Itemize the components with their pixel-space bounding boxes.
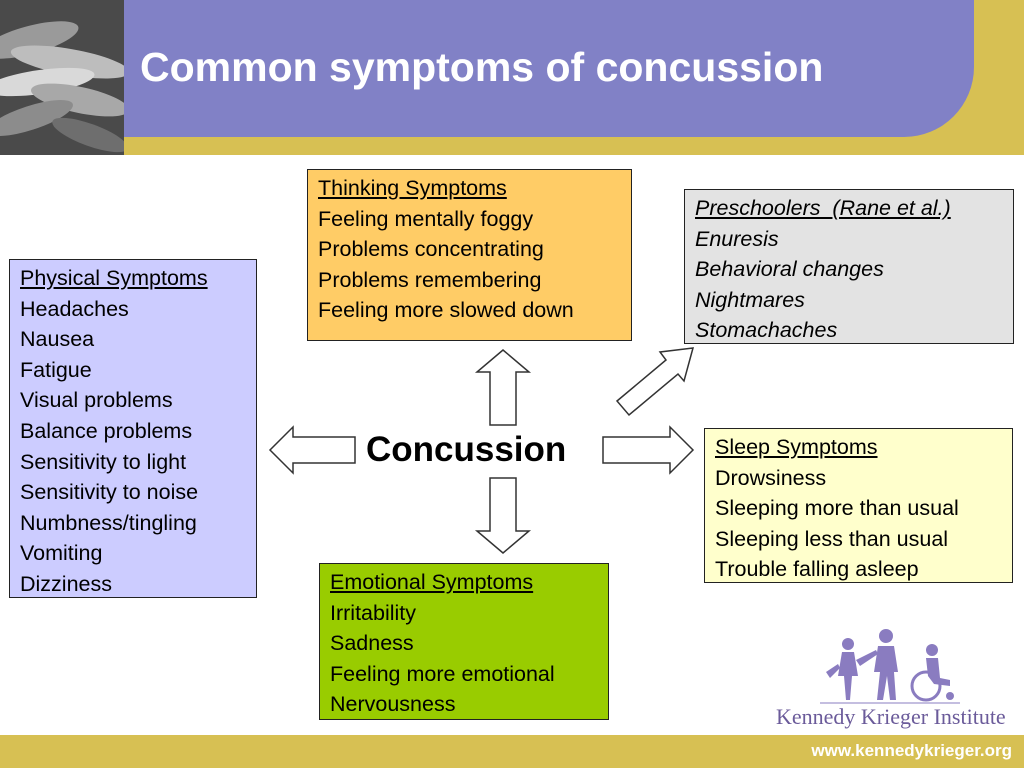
physical-item: Dizziness xyxy=(20,571,112,596)
preschoolers-box: Preschoolers (Rane et al.) Enuresis Beha… xyxy=(684,189,1014,344)
physical-item: Balance problems xyxy=(20,418,193,443)
sleep-item: Trouble falling asleep xyxy=(715,557,919,582)
physical-item: Headaches xyxy=(20,296,129,321)
emotional-item: Nervousness xyxy=(330,692,456,717)
thinking-item: Problems remembering xyxy=(318,267,542,292)
concussion-label: Concussion xyxy=(366,430,567,469)
arrow-up xyxy=(474,349,532,426)
preschool-item: Stomachaches xyxy=(695,318,838,343)
arrow-down xyxy=(474,477,532,554)
physical-item: Nausea xyxy=(20,327,95,352)
thinking-heading: Thinking Symptoms xyxy=(318,176,507,200)
sleep-symptoms-box: Sleep Symptoms Drowsiness Sleeping more … xyxy=(704,428,1013,583)
emotional-item: Feeling more emotional xyxy=(330,661,555,686)
sleep-item: Sleeping less than usual xyxy=(715,526,949,551)
physical-item: Vomiting xyxy=(20,541,103,566)
footer-band xyxy=(0,735,1024,768)
preschool-item: Behavioral changes xyxy=(695,257,884,282)
website-url[interactable]: www.kennedykrieger.org xyxy=(811,741,1012,760)
sleep-item: Sleeping more than usual xyxy=(715,496,959,521)
emotional-heading: Emotional Symptoms xyxy=(330,570,534,594)
physical-symptoms-box: Physical Symptoms Headaches Nausea Fatig… xyxy=(9,259,257,598)
thinking-item: Feeling more slowed down xyxy=(318,298,574,323)
thinking-symptoms-box: Thinking Symptoms Feeling mentally foggy… xyxy=(307,169,632,341)
emotional-item: Irritability xyxy=(330,600,417,625)
physical-item: Numbness/tingling xyxy=(20,510,197,535)
physical-item: Fatigue xyxy=(20,357,92,382)
physical-item: Sensitivity to noise xyxy=(20,480,199,505)
physical-item: Visual problems xyxy=(20,388,173,413)
preschool-item: Enuresis xyxy=(695,226,779,251)
thinking-item: Feeling mentally foggy xyxy=(318,206,534,231)
kki-logo-figures-icon xyxy=(820,629,960,704)
thinking-item: Problems concentrating xyxy=(318,237,544,262)
sleep-item: Drowsiness xyxy=(715,465,827,490)
kki-logo-text: Kennedy Krieger Institute xyxy=(776,704,1006,729)
arrow-right xyxy=(602,425,695,475)
arrow-up-right xyxy=(615,347,695,417)
preschool-heading: Preschoolers (Rane et al.) xyxy=(695,196,951,220)
sleep-heading: Sleep Symptoms xyxy=(715,435,878,459)
emotional-symptoms-box: Emotional Symptoms Irritability Sadness … xyxy=(319,563,609,720)
physical-heading: Physical Symptoms xyxy=(20,266,208,290)
preschool-item: Nightmares xyxy=(695,287,805,312)
emotional-item: Sadness xyxy=(330,631,414,656)
hands-photo xyxy=(0,0,124,155)
slide-title: Common symptoms of concussion xyxy=(140,44,824,90)
header-title-bar xyxy=(124,0,974,137)
physical-item: Sensitivity to light xyxy=(20,449,187,474)
arrow-left xyxy=(268,425,356,475)
